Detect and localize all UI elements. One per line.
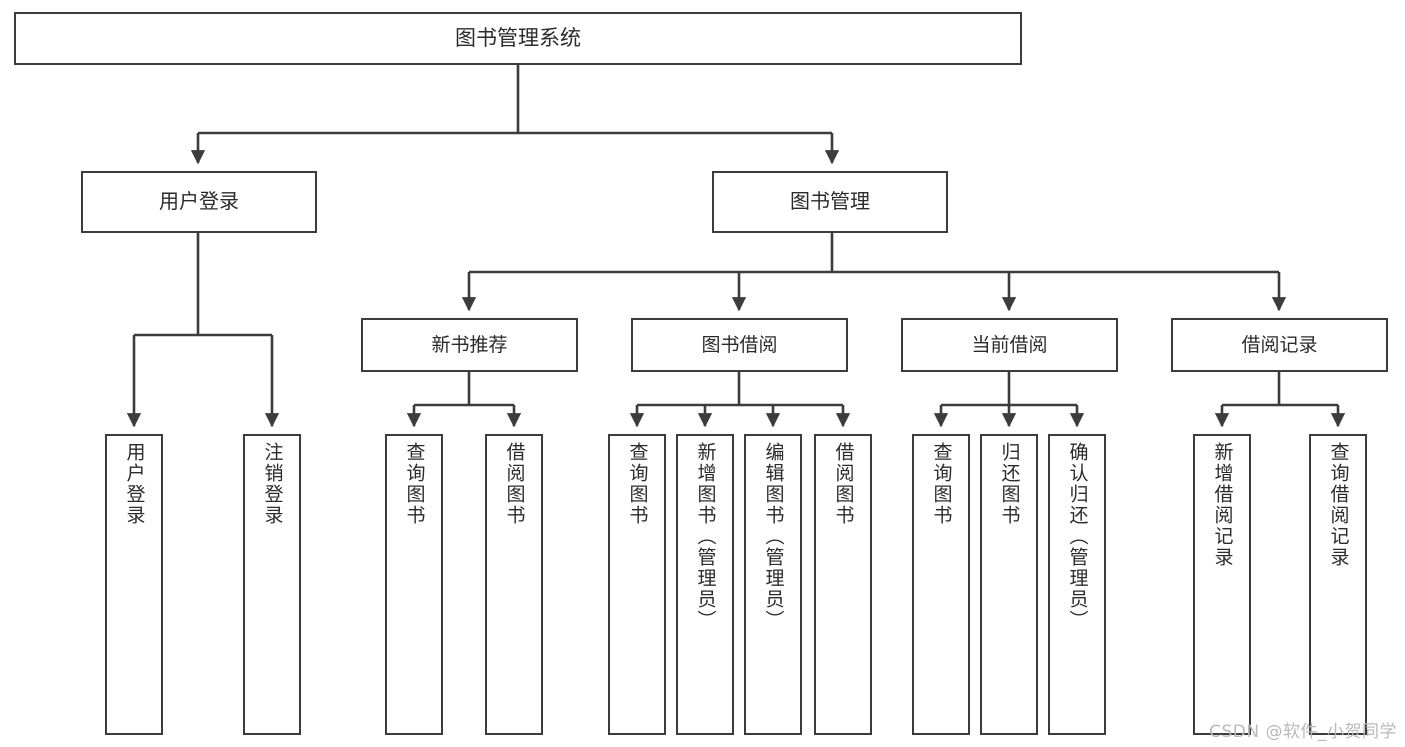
- node-label: 查询图书: [626, 442, 649, 526]
- node-new-book-recommend[interactable]: 新书推荐: [361, 318, 578, 372]
- leaf-book-borrow-query[interactable]: 查询图书: [608, 434, 666, 735]
- leaf-borrow-record-add[interactable]: 新增借阅记录: [1193, 434, 1251, 735]
- node-label: 图书借阅: [701, 333, 778, 356]
- leaf-current-borrow-return[interactable]: 归还图书: [980, 434, 1038, 735]
- node-label: 归还图书: [998, 442, 1021, 526]
- leaf-new-book-borrow[interactable]: 借阅图书: [485, 434, 543, 735]
- node-book-borrow[interactable]: 图书借阅: [631, 318, 848, 372]
- node-label: 新书推荐: [431, 333, 508, 356]
- node-label: 图书管理: [790, 189, 870, 214]
- node-label: 新增图书（管理员）: [694, 442, 717, 631]
- node-label: 新增借阅记录: [1211, 442, 1234, 568]
- node-label: 查询图书: [930, 442, 953, 526]
- leaf-new-book-query[interactable]: 查询图书: [385, 434, 443, 735]
- leaf-user-login-signin[interactable]: 用户登录: [105, 434, 163, 735]
- leaf-current-borrow-confirm-return[interactable]: 确认归还（管理员）: [1048, 434, 1106, 735]
- node-label: 用户登录: [159, 189, 239, 214]
- leaf-book-borrow-edit[interactable]: 编辑图书（管理员）: [744, 434, 802, 735]
- node-label: 确认归还（管理员）: [1066, 442, 1089, 631]
- leaf-book-borrow-lend[interactable]: 借阅图书: [814, 434, 872, 735]
- node-label: 借阅图书: [832, 442, 855, 526]
- node-label: 注销登录: [261, 442, 284, 526]
- node-book-management[interactable]: 图书管理: [712, 171, 948, 233]
- node-label: 查询借阅记录: [1327, 442, 1350, 568]
- leaf-user-login-signout[interactable]: 注销登录: [243, 434, 301, 735]
- node-current-borrow[interactable]: 当前借阅: [901, 318, 1118, 372]
- leaf-current-borrow-query[interactable]: 查询图书: [912, 434, 970, 735]
- leaf-book-borrow-add[interactable]: 新增图书（管理员）: [676, 434, 734, 735]
- node-label: 当前借阅: [971, 333, 1048, 356]
- watermark-text: CSDN @软件_小贺同学: [1209, 722, 1397, 742]
- node-label: 查询图书: [403, 442, 426, 526]
- node-root-system[interactable]: 图书管理系统: [14, 12, 1022, 65]
- leaf-borrow-record-query[interactable]: 查询借阅记录: [1309, 434, 1367, 735]
- node-borrow-record[interactable]: 借阅记录: [1171, 318, 1388, 372]
- node-label: 图书管理系统: [455, 26, 581, 51]
- node-label: 用户登录: [123, 442, 146, 526]
- node-label: 编辑图书（管理员）: [762, 442, 785, 631]
- node-label: 借阅记录: [1241, 333, 1318, 356]
- node-user-login[interactable]: 用户登录: [81, 171, 317, 233]
- node-label: 借阅图书: [503, 442, 526, 526]
